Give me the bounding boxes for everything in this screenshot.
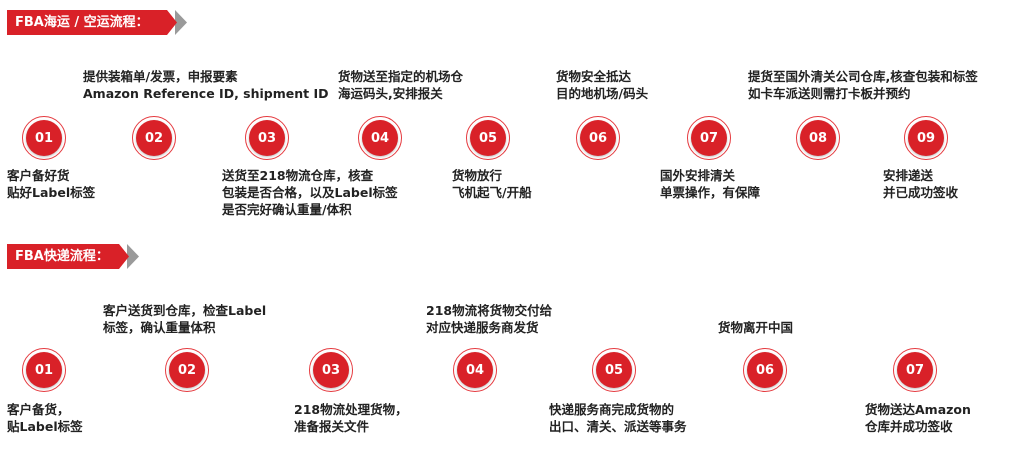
step-number: 05 [596, 352, 632, 388]
step-number: 03 [249, 120, 285, 156]
sea-air-flow-title: FBA海运 / 空运流程： [15, 15, 149, 30]
step-number: 09 [908, 120, 944, 156]
caption-line: 货物离开中国 [718, 320, 794, 335]
caption-line: 218物流处理货物， [294, 402, 408, 417]
step-07-bottom-caption: 货物送达Amazon 仓库并成功签收 [865, 401, 971, 435]
step-04-badge: 04 [453, 348, 497, 392]
step-09-bottom-caption: 安排递送并已成功签收 [883, 167, 958, 201]
caption-line: 是否完好确认重量/体积 [222, 202, 352, 217]
banner-arrow-red [167, 10, 177, 35]
step-07-bottom-caption: 国外安排清关单票操作，有保障 [660, 167, 760, 201]
caption-line: 送货至218物流仓库，核查 [222, 168, 374, 183]
step-number: 07 [691, 120, 727, 156]
step-01-bottom-caption: 客户备货， 贴Label标签 [7, 401, 83, 435]
step-01-badge: 01 [22, 116, 66, 160]
caption-line: 安排递送 [883, 168, 934, 183]
caption-line: 并已成功签收 [883, 185, 959, 200]
step-number: 02 [136, 120, 172, 156]
caption-line: 单票操作，有保障 [660, 185, 761, 200]
step-02-badge: 02 [132, 116, 176, 160]
caption-line: 出口、清关、派送等事务 [549, 419, 687, 434]
step-05-bottom-caption: 货物放行飞机起飞/开船 [452, 167, 532, 201]
step-02-top-caption: 提供装箱单/发票，申报要素 Amazon Reference ID, shipme… [83, 68, 329, 102]
step-02-badge: 02 [165, 348, 209, 392]
step-08-badge: 08 [796, 116, 840, 160]
step-01-badge: 01 [22, 348, 66, 392]
caption-line: 提供装箱单/发票，申报要素 [83, 69, 238, 84]
caption-line: 准备报关文件 [294, 419, 370, 434]
step-05-badge: 05 [592, 348, 636, 392]
step-06-top-caption: 货物安全抵达目的地机场/码头 [556, 68, 648, 102]
caption-line: 货物放行 [452, 168, 503, 183]
step-08-top-caption: 提货至国外清关公司仓库,核查包装和标签如卡车派送则需打卡板并预约 [748, 68, 978, 102]
caption-line: 国外安排清关 [660, 168, 736, 183]
caption-line: 贴好Label标签 [7, 185, 96, 200]
express-flow-banner: FBA快递流程： [7, 244, 139, 269]
step-07-badge: 07 [687, 116, 731, 160]
step-05-bottom-caption: 快递服务商完成货物的出口、清关、派送等事务 [549, 401, 687, 435]
step-number: 07 [897, 352, 933, 388]
step-number: 01 [26, 352, 62, 388]
step-number: 08 [800, 120, 836, 156]
step-number: 03 [313, 352, 349, 388]
step-04-badge: 04 [358, 116, 402, 160]
step-03-badge: 03 [245, 116, 289, 160]
caption-line: 218物流将货物交付给 [426, 303, 553, 318]
step-03-badge: 03 [309, 348, 353, 392]
step-number: 02 [169, 352, 205, 388]
step-number: 04 [362, 120, 398, 156]
caption-line: 货物送达Amazon [865, 402, 971, 417]
caption-line: 贴Label标签 [7, 419, 83, 434]
step-number: 06 [747, 352, 783, 388]
express-flow-title: FBA快递流程： [15, 249, 109, 264]
step-number: 05 [470, 120, 506, 156]
step-02-top-caption: 客户送货到仓库，检查Label 标签，确认重量体积 [103, 302, 266, 336]
caption-line: 客户备货， [7, 402, 70, 417]
step-number: 06 [580, 120, 616, 156]
step-04-top-caption: 货物送至指定的机场仓海运码头,安排报关 [338, 68, 463, 102]
caption-line: 飞机起飞/开船 [452, 185, 532, 200]
step-04-top-caption: 218物流将货物交付给对应快递服务商发货 [426, 302, 552, 336]
step-05-badge: 05 [466, 116, 510, 160]
caption-line: 快递服务商完成货物的 [549, 402, 675, 417]
step-09-badge: 09 [904, 116, 948, 160]
step-06-top-caption: 货物离开中国 [718, 319, 793, 336]
banner-arrow-red [119, 244, 129, 269]
step-number: 01 [26, 120, 62, 156]
caption-line: 目的地机场/码头 [556, 86, 649, 101]
step-03-bottom-caption: 送货至218物流仓库，核查包装是否合格，以及Label标签是否完好确认重量/体积 [222, 167, 398, 218]
caption-line: 客户备好货 [7, 168, 70, 183]
step-06-badge: 06 [576, 116, 620, 160]
step-07-badge: 07 [893, 348, 937, 392]
caption-line: Amazon Reference ID, shipment ID [83, 86, 329, 101]
caption-line: 仓库并成功签收 [865, 419, 953, 434]
caption-line: 提货至国外清关公司仓库,核查包装和标签 [748, 69, 978, 84]
caption-line: 海运码头,安排报关 [338, 86, 443, 101]
step-01-bottom-caption: 客户备好货贴好Label标签 [7, 167, 95, 201]
caption-line: 标签，确认重量体积 [103, 320, 216, 335]
sea-air-flow-banner: FBA海运 / 空运流程： [7, 10, 187, 35]
caption-line: 对应快递服务商发货 [426, 320, 539, 335]
step-06-badge: 06 [743, 348, 787, 392]
caption-line: 货物送至指定的机场仓 [338, 69, 464, 84]
caption-line: 包装是否合格，以及Label标签 [222, 185, 398, 200]
caption-line: 货物安全抵达 [556, 69, 632, 84]
caption-line: 如卡车派送则需打卡板并预约 [748, 86, 911, 101]
step-number: 04 [457, 352, 493, 388]
step-03-bottom-caption: 218物流处理货物， 准备报关文件 [294, 401, 408, 435]
caption-line: 客户送货到仓库，检查Label [103, 303, 267, 318]
